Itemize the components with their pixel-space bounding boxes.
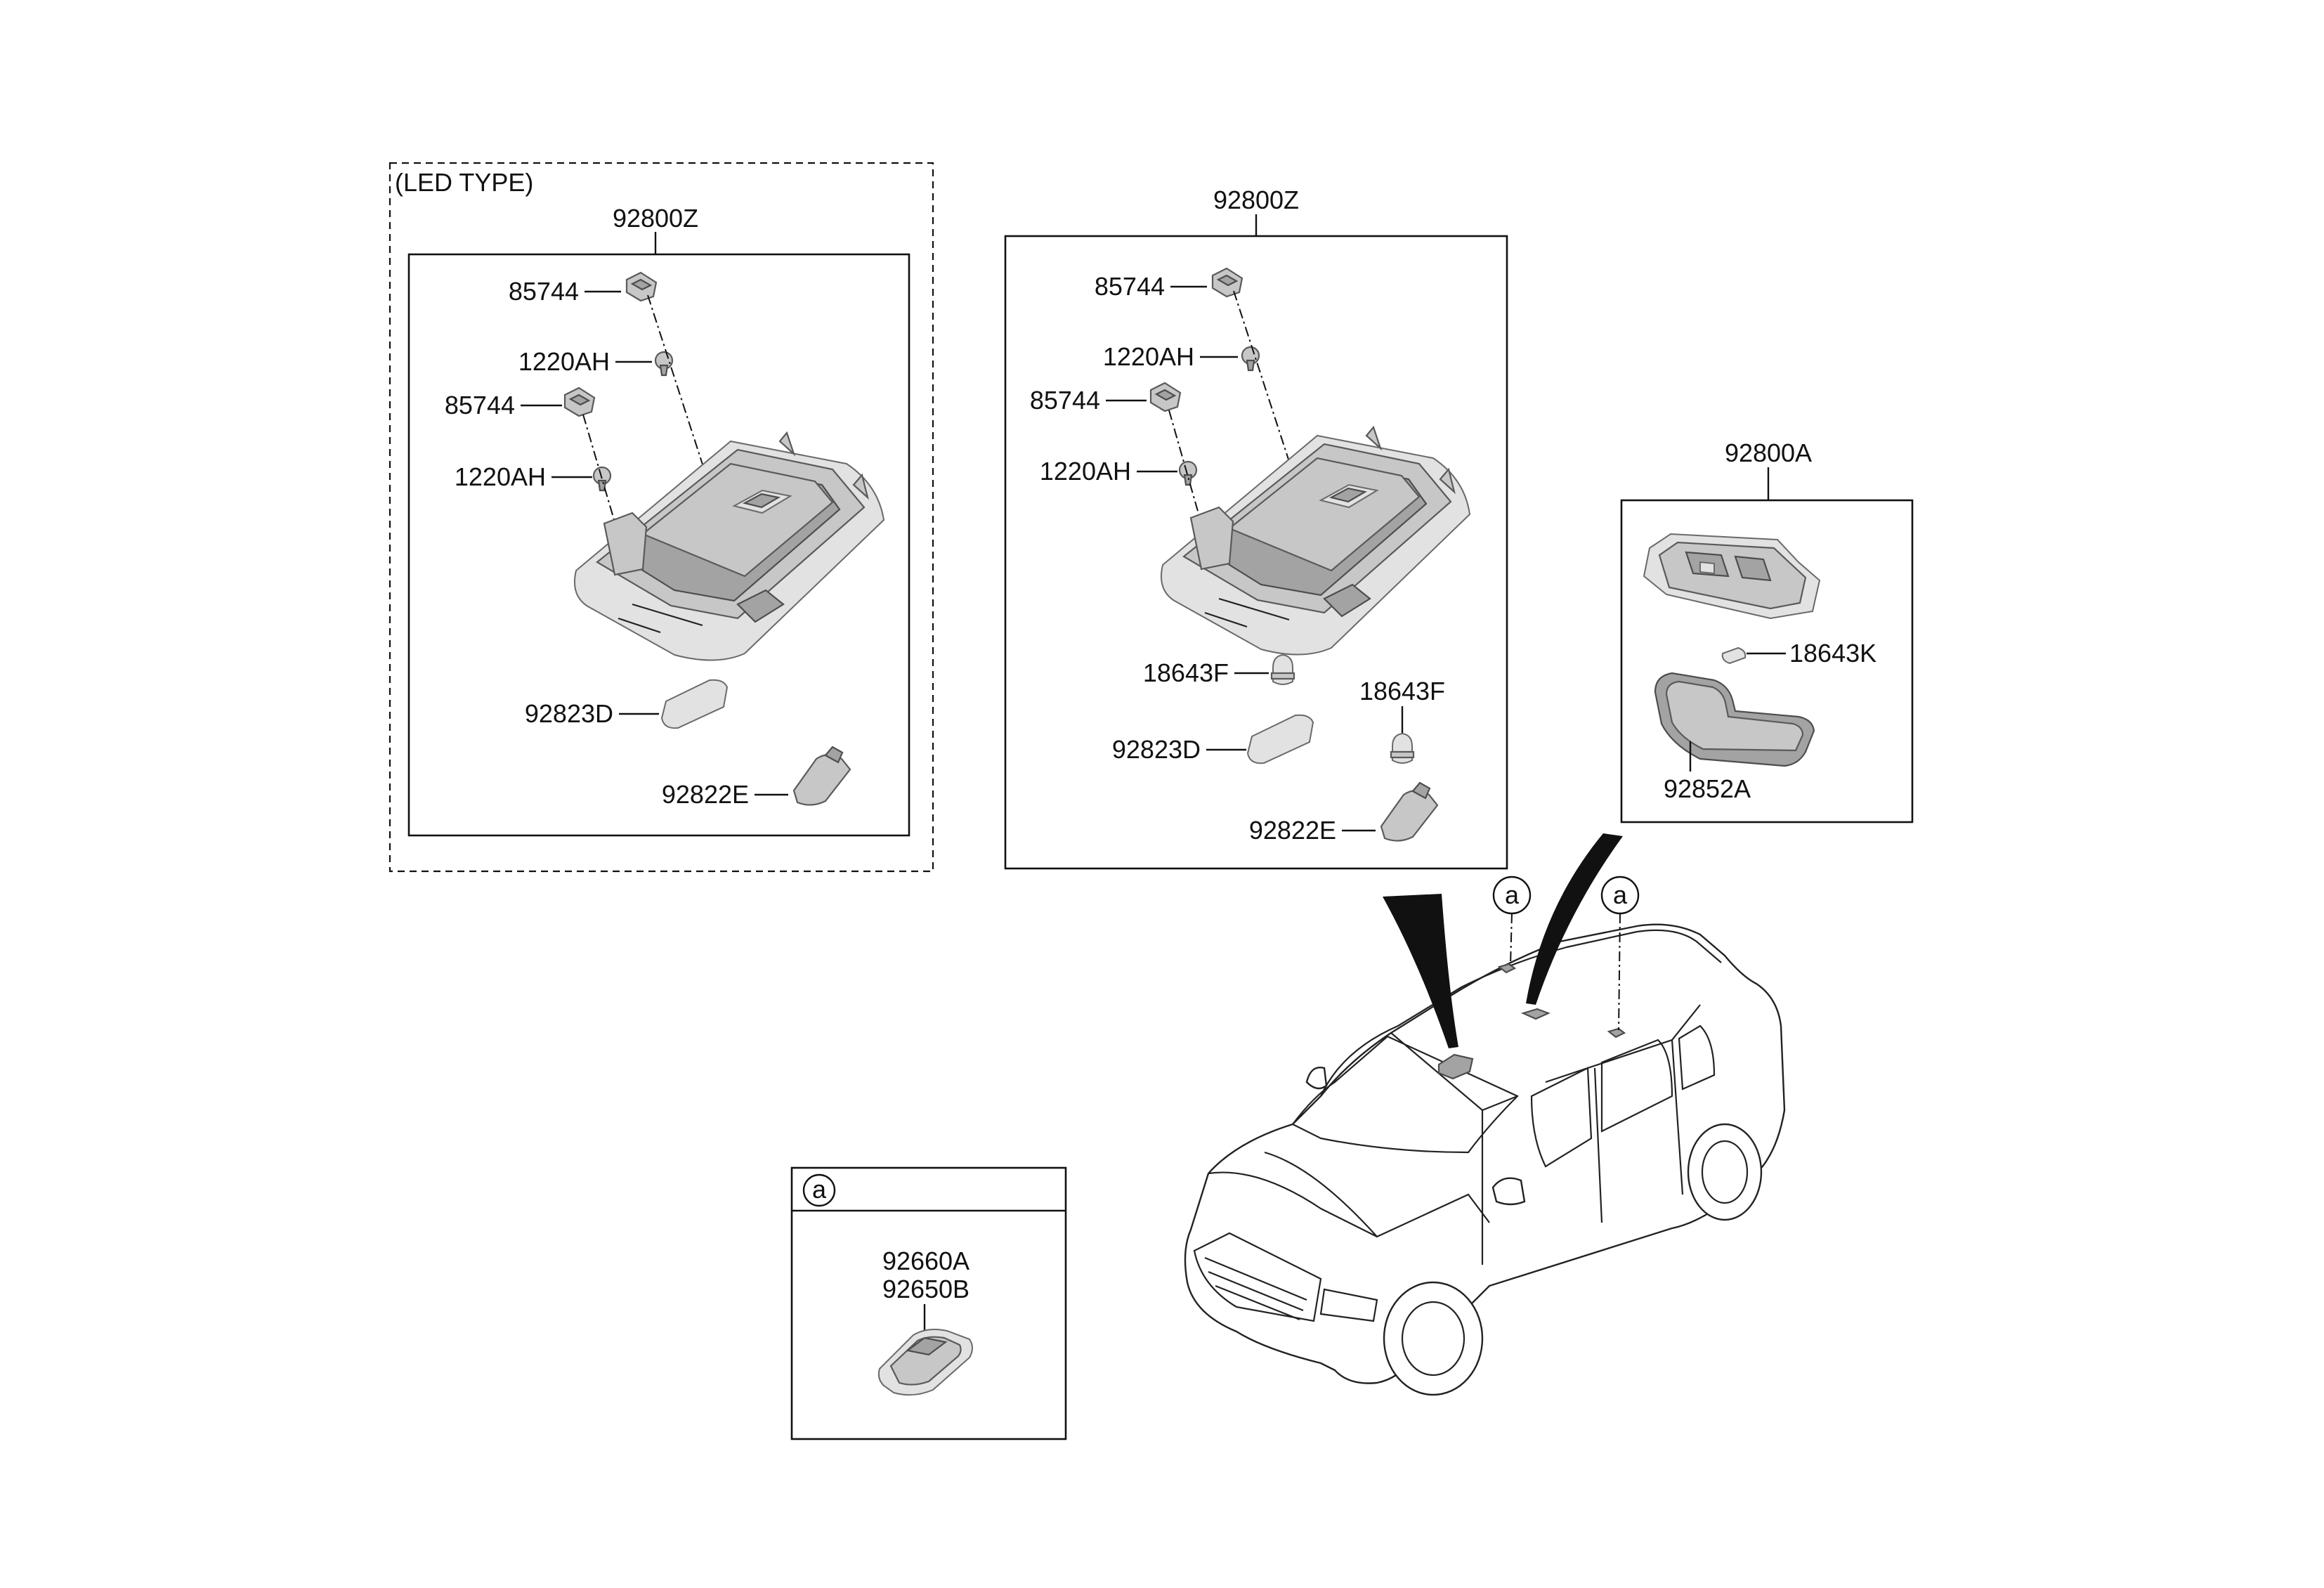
standard-bracket-lower-label: 85744 — [1030, 386, 1100, 415]
led-console-housing-part — [573, 431, 885, 661]
room-lamp-bulb-part — [1721, 646, 1747, 665]
standard-screw-upper-label: 1220AH — [1103, 342, 1194, 371]
vehicle-illustration: a a — [1184, 833, 1786, 1396]
led-bracket-lower-part — [563, 386, 596, 417]
vehicle-callout-left-label: a — [1505, 880, 1520, 909]
led-assembly-box — [407, 253, 910, 837]
room-lamp-lens-label: 92852A — [1664, 774, 1751, 803]
vehicle-rear-wheel — [1687, 1123, 1763, 1221]
vehicle-door-lines — [1481, 1039, 1684, 1265]
vehicle-hood-line — [1208, 1171, 1490, 1238]
room-lamp-lens-part — [1654, 672, 1815, 767]
led-assembly-axis-line — [647, 294, 744, 591]
vehicle-front-wheel — [1383, 1281, 1484, 1396]
vehicle-rear-side-window — [1600, 1039, 1673, 1133]
room-lamp-assembly-box — [1620, 499, 1914, 824]
standard-bracket-upper-label: 85744 — [1095, 272, 1165, 301]
led-cover-part — [792, 746, 851, 806]
vehicle-side-mirror — [1491, 1177, 1526, 1206]
standard-bracket-lower-part — [1149, 382, 1182, 412]
vehicle-detail-a-location-left — [1497, 963, 1517, 974]
vehicle-rear-wheel-rim — [1701, 1140, 1749, 1204]
standard-console-housing-part — [1160, 425, 1471, 656]
standard-assembly-axis-line — [1233, 290, 1330, 585]
led-lens-label: 92823D — [525, 699, 613, 728]
standard-bulb-right-label: 18643F — [1359, 677, 1445, 705]
standard-bracket-upper-part — [1211, 267, 1243, 298]
standard-assembly-box — [1004, 235, 1508, 870]
vehicle-hood-crease — [1264, 1151, 1378, 1237]
standard-lens-label: 92823D — [1112, 735, 1201, 764]
vehicle-room-lamp-location — [1520, 1008, 1551, 1020]
vehicle-pointer-room-lamp — [1526, 833, 1623, 1005]
vehicle-callout-right-line — [1618, 913, 1621, 1031]
led-screw-lower-part — [592, 466, 612, 492]
standard-screw-lower-part — [1178, 460, 1198, 486]
standard-assembly-axis-line — [1168, 410, 1203, 529]
vehicle-body-outline — [1184, 923, 1786, 1384]
standard-cover-label: 92822E — [1249, 816, 1336, 845]
detail-a-part-label-1: 92660A — [882, 1247, 970, 1275]
led-cover-label: 92822E — [662, 780, 749, 809]
vehicle-pointer-front-console — [1383, 894, 1458, 1048]
standard-bulb-right-part — [1390, 732, 1415, 764]
room-lamp-group: 92800A 18643K 92852A — [1620, 438, 1914, 824]
led-type-group: (LED TYPE) 92800Z 85744 1220AH 85744 122… — [389, 162, 934, 873]
room-lamp-assembly-label: 92800A — [1725, 438, 1812, 467]
vehicle-callout-left-line — [1510, 913, 1513, 966]
led-bracket-upper-label: 85744 — [509, 277, 579, 306]
vehicle-front-wheel-rim — [1401, 1301, 1465, 1377]
detail-a-ref-circle — [802, 1173, 836, 1207]
led-screw-lower-label: 1220AH — [455, 462, 546, 491]
room-lamp-housing-part — [1643, 533, 1821, 620]
vehicle-quarter-window — [1678, 1024, 1716, 1091]
detail-a-ref-label: a — [812, 1175, 827, 1204]
vehicle-front-side-window — [1530, 1067, 1593, 1168]
standard-bulb-left-label: 18643F — [1143, 658, 1229, 687]
led-screw-upper-label: 1220AH — [518, 347, 610, 376]
standard-cover-part — [1380, 781, 1439, 842]
detail-a-lamp-part — [877, 1329, 973, 1396]
standard-bulb-left-part — [1270, 653, 1295, 685]
detail-a-box — [790, 1166, 1067, 1440]
led-assembly-axis-line — [582, 414, 619, 535]
room-lamp-bulb-label: 18643K — [1789, 639, 1876, 668]
vehicle-antenna-mirror — [1305, 1067, 1328, 1090]
standard-group: 92800Z 85744 1220AH 85744 1220AH 18643F … — [1004, 186, 1508, 870]
vehicle-front-console-location — [1437, 1053, 1474, 1080]
led-type-dashed-border — [389, 162, 934, 873]
led-bracket-lower-label: 85744 — [445, 391, 515, 419]
standard-assembly-label: 92800Z — [1213, 186, 1299, 214]
led-assembly-label: 92800Z — [613, 204, 698, 233]
standard-lens-part — [1246, 714, 1314, 764]
detail-a-group: a 92660A 92650B — [790, 1166, 1067, 1440]
led-type-title: (LED TYPE) — [395, 168, 533, 197]
vehicle-callout-right-label: a — [1613, 880, 1628, 909]
led-lens-part — [660, 679, 729, 729]
led-bracket-upper-part — [625, 271, 658, 302]
vehicle-grille — [1193, 1232, 1322, 1322]
vehicle-grille-bars — [1204, 1256, 1307, 1321]
vehicle-headlamp — [1319, 1288, 1378, 1322]
standard-screw-upper-part — [1241, 346, 1260, 372]
standard-screw-lower-label: 1220AH — [1040, 457, 1131, 486]
detail-a-part-label-2: 92650B — [882, 1275, 970, 1303]
vehicle-detail-a-location-right — [1607, 1027, 1626, 1039]
